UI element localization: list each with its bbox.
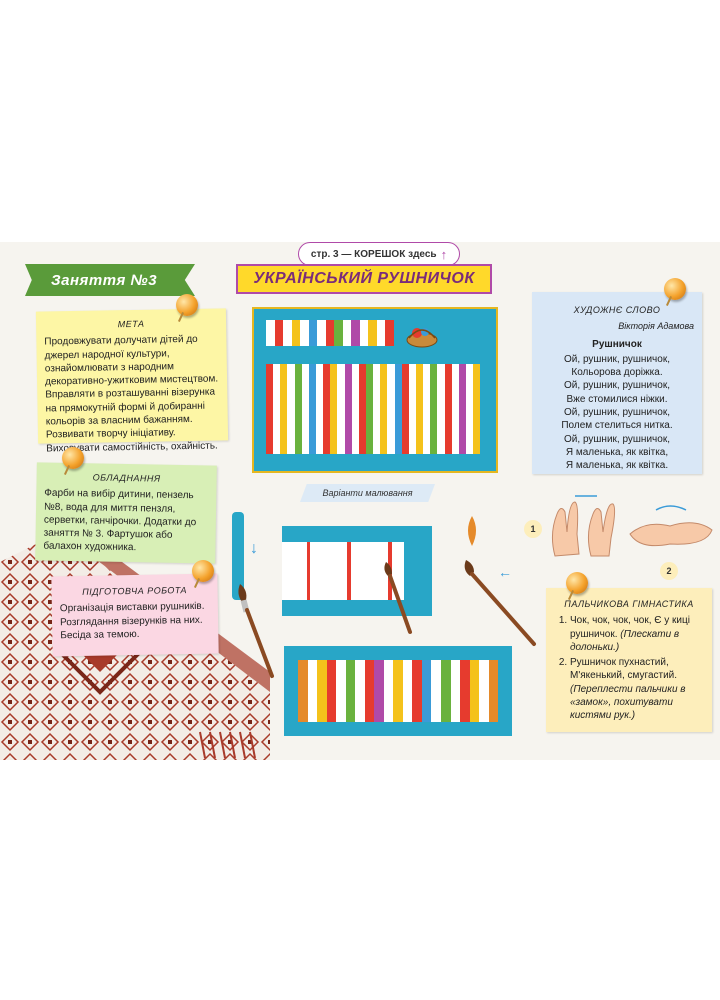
finger-gym-step-note: (Плескати в долоньки.)	[570, 628, 680, 653]
page-title: УКРАЇНСЬКИЙ РУШНИЧОК	[236, 264, 492, 294]
equipment-note: ОБЛАДНАННЯ Фарби на вибір дитини, пензел…	[35, 462, 217, 564]
lesson-banner: Заняття №3	[25, 264, 195, 296]
variants-label: Варіанти малювання	[300, 484, 435, 502]
finger-gym-step: Рушничок пухнастий, М'якенький, смугасти…	[570, 656, 706, 722]
poem-line: Ой, рушник, рушничок,	[564, 353, 670, 365]
art-word-note: ХУДОЖНЄ СЛОВО Вікторія Адамова Рушничок …	[532, 292, 702, 474]
lesson-number: Заняття №3	[51, 271, 158, 289]
finger-gym-step-note: (Переплести пальчики в «замок», похитува…	[570, 683, 686, 722]
poem-line: Кольорова доріжка.	[571, 367, 663, 379]
paint-drop-icon	[468, 516, 476, 546]
towel-sample-main	[266, 364, 481, 454]
finger-gym-step-text: Чок, чок, чок, чок, Є у киці рушничок.	[570, 615, 690, 640]
arrow-up-icon: ↑	[440, 246, 448, 262]
arrow-down-icon: ↓	[250, 540, 258, 557]
art-word-heading: ХУДОЖНЄ СЛОВО	[573, 305, 661, 315]
poem-line: Полем стелиться нитка.	[561, 420, 673, 432]
goal-note: МЕТА Продовжувати долучати дітей до джер…	[35, 308, 229, 454]
preparation-text: Організація виставки рушників. Розглядан…	[59, 601, 205, 642]
page-title-text: УКРАЇНСЬКИЙ РУШНИЧОК	[253, 270, 475, 287]
step-number-2: 2	[660, 562, 678, 580]
pushpin-icon	[192, 560, 214, 582]
poem-line: Ой, рушник, рушничок,	[564, 407, 670, 419]
towel-pattern-bottom	[298, 660, 499, 722]
goal-heading: МЕТА	[117, 318, 145, 330]
worksheet-page: стр. 3 — КОРЕШОК здесь ↑ Заняття №3 УКРА…	[0, 242, 720, 760]
clapping-hands-icon	[551, 495, 616, 557]
paintbrush-icon	[464, 560, 536, 646]
arrow-left-icon: ←	[498, 564, 512, 580]
cut-line-text: стр. 3 — КОРЕШОК здесь	[310, 248, 437, 260]
poem-line: Ой, рушник, рушничок,	[564, 380, 670, 392]
interlaced-fingers-icon	[629, 505, 713, 547]
poem-line: Я маленька, як квітка,	[565, 446, 669, 458]
finger-gym-step: Чок, чок, чок, чок, Є у киці рушничок. (…	[570, 614, 706, 654]
towel-inner-variant	[282, 542, 405, 600]
finger-gym-note: ПАЛЬЧИКОВА ГІМНАСТИКА Чок, чок, чок, чок…	[546, 588, 712, 732]
variants-text: Варіанти малювання	[322, 488, 413, 498]
yarn-basket-icon	[406, 328, 438, 348]
towel-sample-top	[266, 320, 394, 346]
poem-title: Рушничок	[592, 338, 642, 350]
step-number-1: 1	[524, 520, 542, 538]
equipment-text: Фарби на вибір дитини, пензель №8, вода …	[43, 487, 197, 554]
pushpin-icon	[176, 294, 198, 316]
paintbrush-icon	[238, 584, 274, 678]
poem-author: Вікторія Адамова	[618, 321, 694, 332]
paintbrush-icon	[384, 562, 412, 634]
equipment-heading: ОБЛАДНАННЯ	[92, 472, 161, 484]
pushpin-icon	[664, 278, 686, 300]
poem-line: Вже стомилися ніжки.	[566, 393, 668, 405]
finger-gym-step-text: Рушничок пухнастий, М'якенький, смугасти…	[570, 657, 678, 682]
goal-text: Продовжувати долучати дітей до джерел на…	[44, 334, 219, 455]
cut-line-label: стр. 3 — КОРЕШОК здесь ↑	[298, 242, 460, 266]
pushpin-icon	[566, 572, 588, 594]
preparation-heading: ПІДГОТОВЧА РОБОТА	[82, 585, 188, 597]
pushpin-icon	[62, 447, 84, 469]
blue-stroke-sample	[232, 512, 244, 600]
poem-line: Ой, рушник, рушничок,	[564, 433, 670, 445]
poem-line: Я маленька, як квітка.	[565, 460, 669, 472]
finger-gym-heading: ПАЛЬЧИКОВА ГІМНАСТИКА	[564, 599, 694, 609]
